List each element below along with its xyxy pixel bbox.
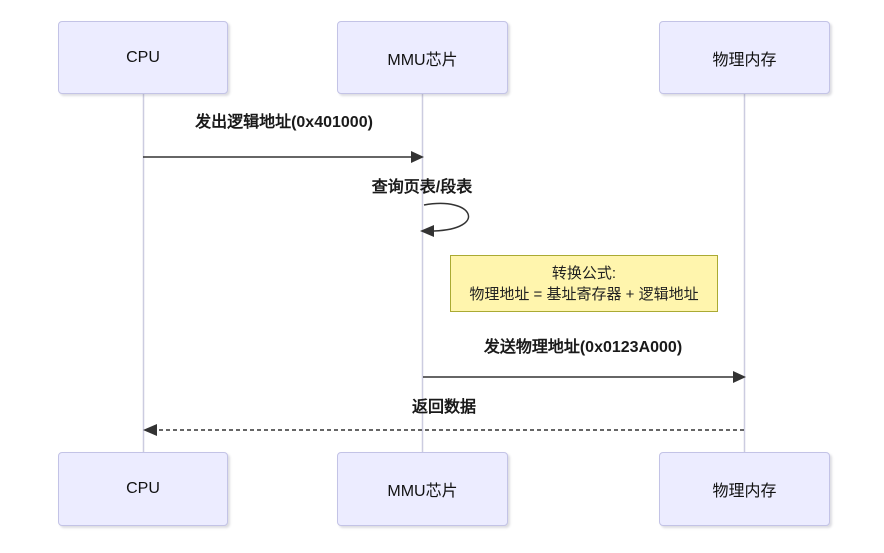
actor-memory-top: 物理内存: [659, 21, 830, 94]
actor-mmu-bottom: MMU芯片: [337, 452, 508, 526]
actor-mmu-label-bottom: MMU芯片: [387, 483, 458, 500]
arrowhead-self-loop: [420, 225, 434, 237]
actor-cpu-bottom: CPU: [58, 452, 228, 526]
actor-cpu-label: CPU: [126, 48, 160, 66]
actor-mmu-top: MMU芯片: [337, 21, 508, 94]
note-line-1: 转换公式:: [551, 264, 617, 282]
arrowhead-return-data: [143, 424, 157, 436]
message-physical-address-label: 发送物理地址(0x0123A000): [483, 339, 683, 356]
message-self-loop-label: 查询页表/段表: [371, 179, 473, 196]
actor-memory-bottom: 物理内存: [659, 452, 830, 526]
note-line-2: 物理地址 = 基址寄存器 + 逻辑地址: [469, 285, 699, 303]
message-return-data-label: 返回数据: [411, 399, 477, 416]
actor-cpu-top: CPU: [58, 21, 228, 94]
note-conversion-formula: 转换公式: 物理地址 = 基址寄存器 + 逻辑地址: [450, 255, 718, 312]
self-loop-curve: [423, 202, 470, 232]
actor-memory-label: 物理内存: [712, 51, 777, 69]
arrowhead-physical-address: [733, 371, 746, 383]
message-logical-address-label: 发出逻辑地址(0x401000): [195, 114, 373, 131]
actor-mmu-label: MMU芯片: [387, 51, 458, 69]
actor-memory-label-bottom: 物理内存: [712, 483, 777, 500]
arrowhead-logical-address: [411, 151, 424, 163]
actor-cpu-label-bottom: CPU: [126, 480, 160, 497]
